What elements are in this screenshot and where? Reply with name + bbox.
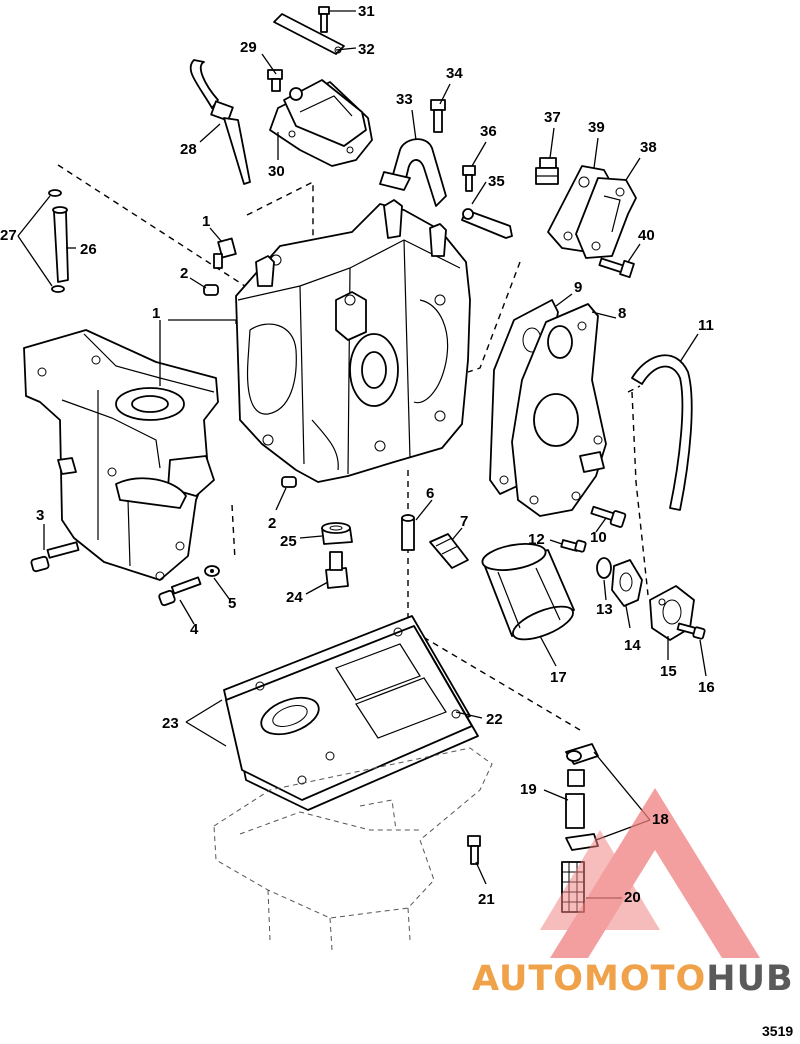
callout-labels: 31 32 29 34 33 28 30 37 39 38 36 35 27 2… xyxy=(0,3,715,908)
part-37-fitting xyxy=(535,157,559,185)
callout-11: 11 xyxy=(698,317,714,334)
part-3-bolt xyxy=(30,541,80,573)
part-19-sleeve xyxy=(565,769,585,829)
callout-1-top: 1 xyxy=(202,213,210,230)
part-27-clips xyxy=(48,189,65,293)
part-31-screw xyxy=(318,6,330,33)
figure-id: 3519 xyxy=(762,1023,793,1039)
callout-3: 3 xyxy=(36,507,44,524)
callout-20: 20 xyxy=(624,889,641,906)
driveshaft-housing xyxy=(213,747,493,951)
part-10-bolt xyxy=(590,505,627,528)
leader-lines xyxy=(17,10,707,899)
part-18-fittings xyxy=(565,743,599,851)
callout-38: 38 xyxy=(640,139,657,156)
callout-25: 25 xyxy=(280,533,297,550)
watermark xyxy=(540,788,760,958)
watermark-triangle-mid xyxy=(540,830,660,930)
callout-33: 33 xyxy=(396,91,413,108)
part-24-stud xyxy=(325,551,349,589)
callout-13: 13 xyxy=(596,601,613,618)
part-5-washer xyxy=(204,565,220,577)
callout-31: 31 xyxy=(358,3,375,20)
part-22-23-gaskets xyxy=(223,615,479,811)
part-14-gasket xyxy=(611,559,643,607)
part-13-washer xyxy=(596,557,612,579)
part-21-bolt xyxy=(467,835,481,865)
callout-17: 17 xyxy=(550,669,567,686)
callout-28: 28 xyxy=(180,141,197,158)
part-30-top-cover xyxy=(269,79,373,167)
callout-18: 18 xyxy=(652,811,669,828)
callout-35: 35 xyxy=(488,173,505,190)
callout-2-bottom: 2 xyxy=(268,515,276,532)
callout-14: 14 xyxy=(624,637,641,654)
callout-34: 34 xyxy=(446,65,463,82)
part-25-spacer xyxy=(321,522,353,545)
callout-9: 9 xyxy=(574,279,582,296)
callout-5: 5 xyxy=(228,595,236,612)
callout-10: 10 xyxy=(590,529,607,546)
part-11-hose xyxy=(631,354,693,511)
callout-6: 6 xyxy=(426,485,434,502)
part-26-tube xyxy=(52,206,69,283)
part-17-oil-filter xyxy=(481,543,575,641)
callout-37: 37 xyxy=(544,109,561,126)
part-34-bolt xyxy=(430,99,446,133)
part-8-pump-plate xyxy=(511,303,607,517)
part-6-plug xyxy=(401,514,415,551)
callout-26: 26 xyxy=(80,241,97,258)
callout-29: 29 xyxy=(240,39,257,56)
part-32-strap xyxy=(273,13,345,55)
part-35-link xyxy=(461,208,513,239)
callout-19: 19 xyxy=(520,781,537,798)
crankcase-cover xyxy=(23,329,219,581)
watermark-brand: AUTOMOTOHUB xyxy=(472,959,794,999)
callout-23: 23 xyxy=(162,715,179,732)
cylinder-block xyxy=(235,199,471,483)
callout-24: 24 xyxy=(286,589,303,606)
part-36-screw xyxy=(462,165,476,192)
callout-8: 8 xyxy=(618,305,626,322)
callout-39: 39 xyxy=(588,119,605,136)
part-16-bolt xyxy=(676,622,706,640)
callout-21: 21 xyxy=(478,891,495,908)
part-38-thermostat-cover xyxy=(575,177,637,259)
callout-40: 40 xyxy=(638,227,655,244)
callout-16: 16 xyxy=(698,679,715,696)
callout-2-top: 2 xyxy=(180,265,188,282)
part-33-bracket xyxy=(379,138,447,207)
watermark-triangle-inner xyxy=(588,850,722,958)
part-12-screw xyxy=(560,539,587,553)
callout-36: 36 xyxy=(480,123,497,140)
callout-7: 7 xyxy=(460,513,468,530)
part-7-sleeve xyxy=(429,533,469,569)
callout-15: 15 xyxy=(660,663,677,680)
part-40-bolt xyxy=(598,257,635,279)
callout-27: 27 xyxy=(0,227,17,244)
callout-30: 30 xyxy=(268,163,285,180)
callout-4: 4 xyxy=(190,621,199,638)
callout-32: 32 xyxy=(358,41,375,58)
part-28-dipstick xyxy=(189,59,251,185)
part-1-fitting-top xyxy=(213,237,237,269)
part-29-screw xyxy=(267,69,283,92)
callout-22: 22 xyxy=(486,711,503,728)
part-2-dowel-top xyxy=(203,284,219,296)
part-4-bolt xyxy=(158,576,202,607)
callout-1-left: 1 xyxy=(152,305,160,322)
callout-12: 12 xyxy=(528,531,545,548)
part-2-dowel-bottom xyxy=(281,476,297,488)
